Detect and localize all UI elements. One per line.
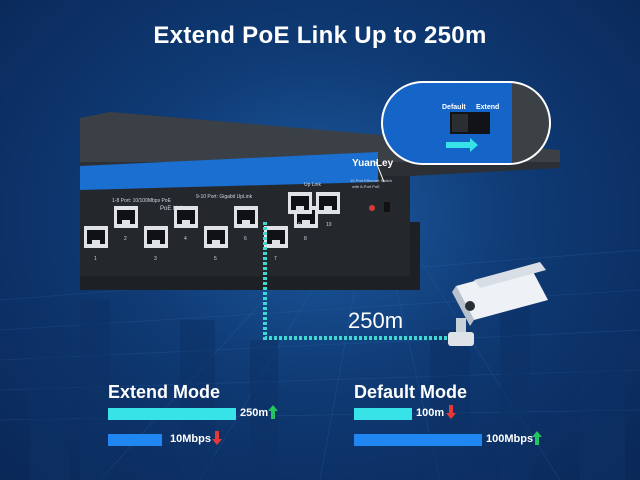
arrow-up-icon: [532, 431, 542, 445]
arrow-up-icon: [268, 405, 278, 419]
uplink-port-9: 9: [288, 192, 312, 228]
poe-port-7-number: 7: [274, 256, 277, 262]
uplink-port-group: 9 10: [288, 192, 340, 228]
headline: Extend PoE Link Up to 250m: [153, 22, 487, 49]
extend-mode-title: Extend Mode: [108, 382, 221, 402]
default-distance-bar: [354, 408, 412, 420]
power-led: [369, 205, 375, 211]
poe-port-6: 6: [234, 206, 258, 242]
uplink-port-10-number: 10: [326, 222, 332, 228]
distance-label: 250m: [348, 308, 404, 333]
poe-port-5-number: 5: [214, 256, 217, 262]
poe-port-2: 2: [114, 206, 138, 242]
brand-logo: YuanLey: [352, 158, 394, 169]
uplink-port-10: 10: [316, 192, 340, 228]
poe-port-7: 7: [264, 226, 288, 262]
switch-front-bottom: [80, 222, 420, 290]
zoom-pointer: [375, 161, 385, 183]
ethernet-cable: [263, 222, 450, 340]
default-distance-value: 100m: [416, 407, 445, 419]
cctv-camera-icon: [448, 262, 548, 346]
port-legend-2: 9-10 Port: Gigabit UpLink: [196, 194, 253, 200]
extend-label: Extend: [476, 104, 499, 111]
poe-port-3: 3: [144, 226, 168, 262]
extend-distance-value: 250m: [240, 407, 269, 419]
arrow-down-icon: [212, 431, 222, 445]
poe-port-6-number: 6: [244, 236, 247, 242]
poe-port-3-number: 3: [154, 256, 157, 262]
uplink-port-9-number: 9: [298, 222, 301, 228]
zoom-border: [381, 81, 551, 165]
zoom-magnifier: [382, 82, 550, 164]
model-line2: with 8-Port PoE: [352, 184, 380, 189]
poe-port-group: 1 2 3 4 5 6 7 8: [84, 206, 318, 262]
poe-port-2-number: 2: [124, 236, 127, 242]
poe-port-8-number: 8: [304, 236, 307, 242]
arrow-down-icon: [446, 405, 456, 419]
extend-speed-bar: [108, 434, 162, 446]
poe-port-4-number: 4: [184, 236, 187, 242]
arrow-right-icon: [446, 138, 478, 152]
poe-port-5: 5: [204, 226, 228, 262]
poe-port-4: 4: [174, 206, 198, 242]
default-speed-value: 100Mbps: [486, 433, 534, 445]
poe-port-1: 1: [84, 226, 108, 262]
default-speed-bar: [354, 434, 482, 446]
mode-switch-small: [384, 202, 390, 212]
model-line1: 10-Port Ethernet Switch: [350, 178, 392, 183]
uplink-label: Up Link: [304, 182, 321, 188]
default-mode-title: Default Mode: [354, 382, 468, 402]
poe-link-label: PoE Link: [160, 206, 185, 212]
extend-speed-value: 10Mbps: [170, 433, 211, 445]
default-label: Default: [442, 104, 466, 111]
port-legend-1: 1-8 Port: 10/100Mbps PoE: [112, 198, 172, 204]
extend-distance-bar: [108, 408, 236, 420]
brand-strip: [80, 152, 378, 190]
poe-port-1-number: 1: [94, 256, 97, 262]
